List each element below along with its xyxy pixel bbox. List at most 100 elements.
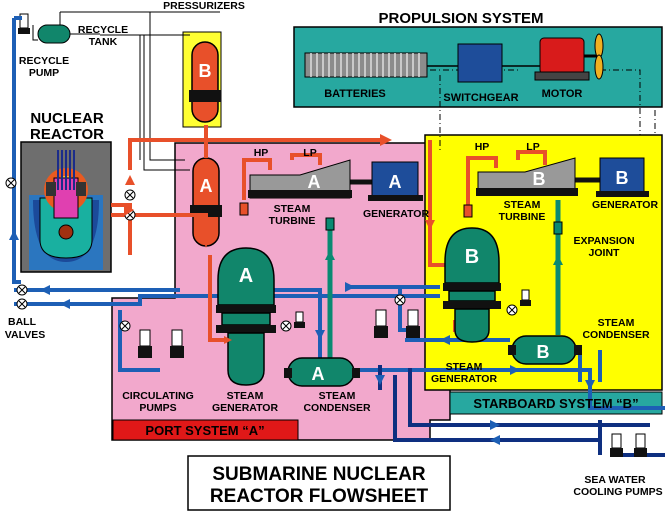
small-pump [520,289,531,306]
sea-water-pump [634,433,647,457]
cold-pipe [118,310,160,372]
ball-valve-icon [280,320,292,332]
switchgear-label: SWITCHGEAR [443,92,518,104]
starboard-steam-condenser-label-2: CONDENSER [582,329,650,341]
starboard-steam-turbine-label-1: STEAM [504,199,541,211]
hot-pipe [290,153,322,165]
batteries-label: BATTERIES [324,88,386,100]
turbine-b-lp-connector [553,221,563,235]
ball-valves-label-1: BALL [8,316,37,328]
flow-arrow-icon [124,134,435,344]
port-steam-condenser-label-1: STEAM [319,390,356,402]
cold-pipe [578,350,602,382]
turbine-a-hp-connector [239,202,249,216]
hot-pipe [428,140,445,267]
sea-water-label-1: SEA WATER [584,474,646,486]
ball-valve-icon [16,298,28,310]
hot-pipe [128,138,380,170]
generator-b-base [596,191,649,197]
starboard-steam-generator-label-2: GENERATOR [431,373,498,385]
title-box [187,455,451,511]
steam-turbine-a-letter: A [308,172,321,192]
hot-pipe [242,158,272,200]
ball-valve-icon [124,189,136,201]
circulating-pump [374,309,388,338]
motor-label: MOTOR [542,88,583,100]
recycle-tank-label-2: TANK [89,36,118,48]
generator-b-letter: B [616,168,629,188]
small-pump [294,311,305,328]
expansion-joint-label-1: EXPANSION [573,235,634,247]
steam-turbine-b-letter: B [533,169,546,189]
motor [534,37,600,81]
sea-water-pump [610,433,623,457]
ball-valve-icon [506,304,518,316]
steam-turbine-b [476,157,578,196]
starboard-system-label: STARBOARD SYSTEM “B” [473,396,638,411]
propeller-icon [594,33,604,80]
ball-valve-icon [119,320,131,332]
generator-a [371,161,419,199]
pressurizer-a-letter: A [200,176,213,196]
ball-valves-label-2: VALVES [5,329,45,341]
port-label-box [112,419,299,441]
expansion-joint-label-2: JOINT [589,247,621,259]
flow-arrow-icon [325,250,563,265]
recycle-tank-label-1: RECYCLE [78,24,128,36]
recycle-tank [37,24,71,44]
steam-turbine-a [248,159,352,199]
generator-a-base [368,195,423,201]
propulsion-title: PROPULSION SYSTEM [378,10,543,27]
nuclear-reactor-label-1: NUCLEAR [30,110,103,127]
control-line [32,11,220,171]
port-steam-generator-label-1: STEAM [227,390,264,402]
switchgear [457,43,503,83]
circulating-pump [406,309,420,338]
cold-pipe [393,375,600,442]
recycle-pump-label-2: PUMP [29,67,59,79]
recycle-pump [18,13,30,34]
ball-valve-icon [394,294,406,306]
steam-condenser-b-letter: B [537,342,550,362]
hot-pipe [208,255,225,342]
cold-pipe [14,294,440,306]
steam-generator-a [216,247,276,386]
port-steam-turbine-label-2: TURBINE [269,215,316,227]
nuclear-reactor-label-2: REACTOR [30,126,104,143]
flow-arrow-icon [9,230,595,445]
circulating-pumps-label-2: PUMPS [139,402,176,414]
starboard-lp-label: LP [526,141,539,153]
cold-pipe [12,18,21,284]
recycle-pump-label-1: RECYCLE [19,55,69,67]
hot-pipe [111,213,208,245]
circulating-pump [138,329,152,358]
port-lp-label: LP [303,147,316,159]
ball-valve-icon [16,284,28,296]
starboard-steam-generator-label-1: STEAM [446,361,483,373]
steam-condenser-a-letter: A [312,364,325,384]
port-steam-generator-label-2: GENERATOR [212,402,279,414]
starboard-hp-label: HP [475,141,490,153]
sea-water-label-2: COOLING PUMPS [573,486,662,498]
steam-condenser-a [284,357,360,387]
ball-valve-icon [5,177,17,189]
pressurizer-b [189,41,221,123]
hot-pipe [516,150,547,165]
turbine-b-hp-connector [463,204,473,218]
diagram-title-line1: SUBMARINE NUCLEAR [212,464,426,485]
generator-b [599,157,645,195]
steam-generator-a-letter: A [239,265,253,287]
turbine-a-lp-connector [325,217,335,231]
port-generator-label: GENERATOR [363,208,430,220]
starboard-steam-condenser-label-1: STEAM [598,317,635,329]
steam-generator-b-letter: B [465,246,479,268]
nuclear-reactor [20,141,112,273]
steam-condenser-b [508,335,582,365]
starboard-generator-label: GENERATOR [592,199,659,211]
port-steam-turbine-label-1: STEAM [274,203,311,215]
pressurizers-label: PRESSURIZERS [163,0,245,12]
port-system-label: PORT SYSTEM “A” [145,423,264,438]
starboard-steam-turbine-label-2: TURBINE [499,211,546,223]
generator-a-letter: A [389,172,402,192]
